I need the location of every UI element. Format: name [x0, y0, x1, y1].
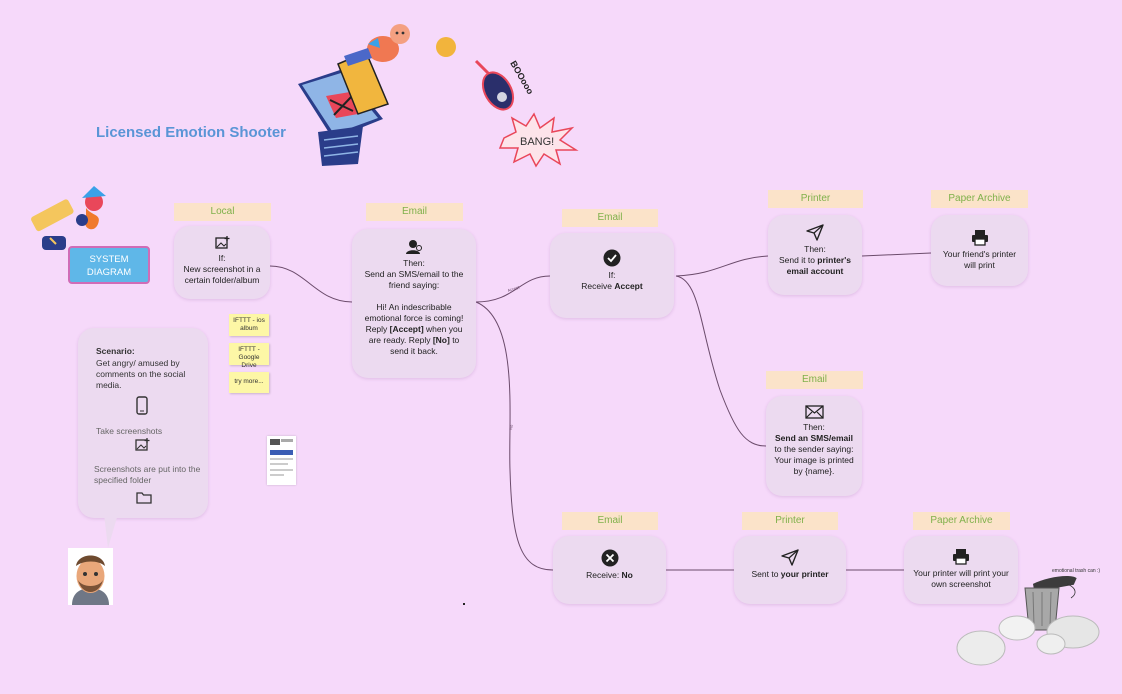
- edge-email1-email4: [475, 301, 554, 571]
- edge-label-no: No: [508, 424, 514, 431]
- node-email-receive-accept[interactable]: If: Receive Accept: [550, 233, 674, 318]
- node-email-receive-no[interactable]: Receive: No: [553, 536, 666, 604]
- tag-email-3: Email: [766, 371, 863, 389]
- screenshot-thumbnail: [267, 436, 296, 485]
- node-local-line1: If:: [218, 253, 226, 263]
- node-email1-line1: Then:: [403, 258, 425, 268]
- tag-paper-archive-2: Paper Archive: [913, 512, 1010, 530]
- bang-burst-sticker: BANG!: [498, 112, 579, 168]
- scenario-step-put-in-folder: Screenshots are put into the specified f…: [94, 464, 201, 485]
- emotion-stickers-cluster: [31, 186, 106, 250]
- tag-email-2: Email: [562, 209, 658, 227]
- tag-local: Local: [174, 203, 271, 221]
- node-email3-line1: Then:: [803, 422, 825, 432]
- page-title: Licensed Emotion Shooter: [96, 124, 287, 141]
- scenario-step-take-screenshots: Take screenshots: [96, 426, 163, 436]
- tag-email-4: Email: [562, 512, 658, 530]
- speech-tail: [104, 514, 118, 548]
- edge-email2-printer1: [675, 255, 769, 277]
- node-archive1-text: Your friend's printer will print: [942, 249, 1017, 270]
- emoji-face-icon: [436, 37, 456, 57]
- scenario-card: Scenario: Get angry/ amused by comments …: [78, 328, 208, 548]
- sticky-note-ifttt-ios[interactable]: IFTTT - ios album: [229, 314, 269, 336]
- trash-can-illustration: [956, 576, 1100, 666]
- scenario-desc: Get angry/ amused by comments on the soc…: [96, 358, 186, 390]
- tag-printer-2: Printer: [742, 512, 838, 530]
- node-printer-email[interactable]: Then: Send it to printer's email account: [768, 215, 862, 295]
- image-add-icon: [135, 438, 150, 451]
- send-icon: [806, 224, 824, 241]
- node-local-line2: New screenshot in a certain folder/album: [183, 264, 261, 285]
- user-icon: [406, 240, 422, 254]
- sticky-note-ifttt-drive[interactable]: IFTTT - Google Drive: [229, 343, 269, 369]
- boo-meteor-sticker: BOOooo: [474, 59, 536, 111]
- scenario-title: Scenario:: [96, 346, 135, 356]
- phone-icon: [136, 396, 148, 415]
- node-local-trigger[interactable]: If: New screenshot in a certain folder/a…: [174, 226, 270, 299]
- node-email4-text: Receive: No: [586, 570, 633, 580]
- node-archive-friend[interactable]: Your friend's printer will print: [931, 215, 1028, 286]
- node-email1-line2: Send an SMS/email to the friend saying:: [364, 269, 464, 290]
- edge-label-accept: Accept: [507, 284, 521, 293]
- edge-printer1-archive1: [861, 252, 932, 257]
- image-add-icon: [214, 236, 229, 249]
- edge-email2-email3: [675, 275, 767, 447]
- printer-icon: [953, 549, 969, 565]
- bang-text: BANG!: [520, 136, 554, 148]
- edge-local-email1: [269, 265, 353, 303]
- tag-printer-1: Printer: [768, 190, 863, 208]
- memoji-avatar: [68, 548, 113, 605]
- node-email3-line2: Send an SMS/email to the sender saying: …: [774, 433, 854, 476]
- x-circle-icon: [601, 549, 618, 567]
- node-email1-message: Hi! An indescribable emotional force is …: [364, 302, 464, 356]
- system-diagram-button[interactable]: SYSTEM DIAGRAM: [68, 246, 150, 284]
- node-email2-line2: Receive Accept: [581, 281, 643, 291]
- node-email2-line1: If:: [608, 270, 616, 280]
- node-printer2-text: Sent to your printer: [751, 569, 829, 579]
- cannon-illustration: [298, 24, 456, 166]
- node-printer1-line2: Send it to printer's email account: [779, 255, 851, 276]
- check-circle-icon: [603, 249, 621, 267]
- node-email-send[interactable]: Then: Send an SMS/email to the friend sa…: [352, 229, 476, 378]
- stray-dot: [463, 603, 465, 605]
- cat-face-icon: [390, 24, 410, 44]
- sticky-note-try-more[interactable]: try more...: [229, 372, 269, 393]
- envelope-icon: [804, 405, 824, 419]
- node-archive-own[interactable]: Your printer will print your own screens…: [904, 536, 1018, 604]
- edge-email1-email2: [475, 275, 551, 303]
- folder-icon: [136, 492, 152, 504]
- send-icon: [781, 549, 799, 566]
- printer-icon: [971, 230, 988, 246]
- node-email-notify-sender[interactable]: Then: Send an SMS/email to the sender sa…: [766, 396, 862, 496]
- node-archive2-text: Your printer will print your own screens…: [913, 568, 1009, 589]
- node-printer-own[interactable]: Sent to your printer: [734, 536, 846, 604]
- tag-paper-archive-1: Paper Archive: [931, 190, 1028, 208]
- trash-label: emotional trash can :): [1052, 568, 1101, 574]
- tag-email-1: Email: [366, 203, 463, 221]
- node-printer1-line1: Then:: [804, 244, 826, 254]
